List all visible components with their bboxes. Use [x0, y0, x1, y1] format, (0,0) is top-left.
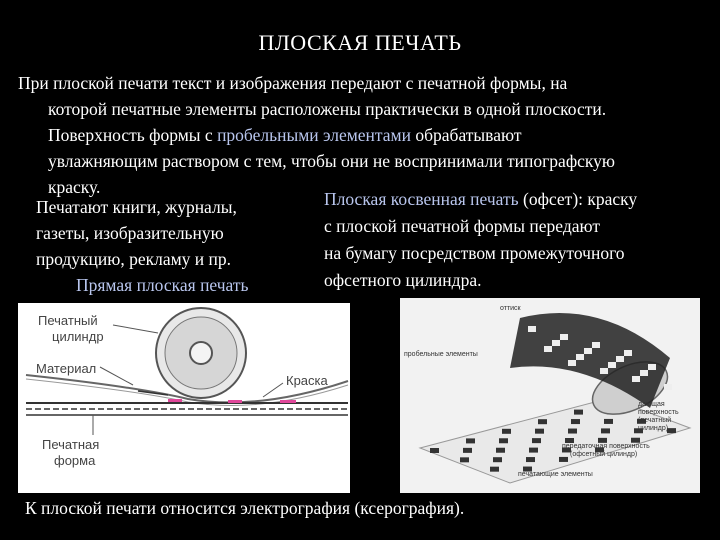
- label-form-1: Печатная: [42, 437, 99, 452]
- checker-cell: [499, 438, 508, 444]
- direct-printing-diagram: Печатный цилиндр Материал Краска Печатна…: [18, 303, 350, 493]
- checker-cell: [460, 457, 469, 463]
- page-title: ПЛОСКАЯ ПЕЧАТЬ: [258, 30, 462, 55]
- wrap-checker-cell: [640, 370, 648, 376]
- caption-direct-printing: Прямая плоская печать: [76, 275, 249, 295]
- label-material: Материал: [36, 361, 96, 376]
- checker-cell: [538, 419, 547, 425]
- offset-printing-illustration: оттиск пробельные элементы дающая поверх…: [400, 298, 700, 493]
- offset-line: Плоская косвенная печать (офсет): краску: [324, 186, 637, 213]
- wrap-checker-cell: [584, 348, 592, 354]
- material-sheet: [25, 374, 349, 404]
- leader-line: [99, 366, 134, 386]
- wrap-checker-cell: [544, 346, 552, 352]
- checker-cell: [637, 418, 646, 424]
- highlight-offset: Плоская косвенная печать: [324, 189, 519, 209]
- wrap-checker-cell: [664, 384, 672, 390]
- offset-wrap: [510, 313, 670, 408]
- wrap-checker-cell: [552, 340, 560, 346]
- checker-cell: [568, 428, 577, 434]
- wrap-checker-cell: [568, 360, 576, 366]
- checker-cell: [532, 438, 541, 444]
- checker-cell: [601, 428, 610, 434]
- label-cylinder-1: Печатный: [38, 313, 98, 328]
- intro-line: Поверхность формы с пробельными элемента…: [18, 122, 708, 148]
- intro-line: При плоской печати текст и изображения п…: [18, 73, 568, 93]
- checker-cell: [496, 447, 505, 453]
- checker-cell: [502, 428, 511, 434]
- wrap-checker-cell: [616, 356, 624, 362]
- offset-line: на бумагу посредством промежуточного: [324, 243, 625, 263]
- wrap-checker-cell: [648, 364, 656, 370]
- ink-mark: [228, 400, 242, 403]
- checker-cell: [526, 457, 535, 463]
- checker-cell: [559, 456, 568, 462]
- printed-sheet: [418, 397, 692, 484]
- label-damp-4: цилиндр): [638, 425, 668, 432]
- wrap-checker-cell: [592, 342, 600, 348]
- label-blank-elements: пробельные элементы: [404, 350, 478, 358]
- offset-description: Плоская косвенная печать (офсет): краску…: [324, 186, 637, 294]
- ink-mark: [168, 399, 182, 402]
- checker-cell: [631, 437, 640, 443]
- leader-line: [112, 324, 159, 334]
- direct-printing-svg: Печатный цилиндр Материал Краска Печатна…: [25, 307, 349, 468]
- label-print: оттиск: [500, 305, 522, 312]
- wrap-checker-cell: [576, 354, 584, 360]
- intro-line: которой печатные элементы расположены пр…: [48, 99, 607, 119]
- checker-cell: [574, 409, 583, 415]
- label-transfer-2: (офсетный цилиндр): [570, 450, 637, 458]
- checker-cell: [490, 466, 499, 472]
- usage-line: Печатают книги, журналы,: [36, 197, 237, 217]
- label-damp-3: (печатный: [638, 416, 671, 424]
- checker-cell: [562, 447, 571, 453]
- offset-line: с плоской печатной формы передают: [324, 216, 600, 236]
- usage-line: газеты, изобразительную: [36, 223, 224, 243]
- wrap-checker-cell: [624, 350, 632, 356]
- intro-line: краску.: [48, 177, 101, 197]
- usage-text: Печатают книги, журналы, газеты, изобраз…: [36, 194, 237, 272]
- label-ink: Краска: [286, 373, 329, 388]
- wrap-checker-cell: [528, 326, 536, 332]
- label-transfer-1: передаточная поверхность: [562, 443, 650, 450]
- checker-cell: [571, 419, 580, 425]
- label-damp-2: поверхность: [638, 409, 679, 416]
- wrap-checker-cell: [608, 362, 616, 368]
- checker-cell: [565, 438, 574, 443]
- checker-cell: [634, 428, 643, 434]
- intro-paragraph: При плоской печати текст и изображения п…: [18, 70, 708, 200]
- offset-printing-svg: оттиск пробельные элементы дающая поверх…: [400, 298, 700, 493]
- checker-cell: [523, 466, 532, 472]
- checker-cell: [535, 428, 544, 434]
- checker-cell: [466, 438, 475, 444]
- label-cylinder-2: цилиндр: [52, 329, 104, 344]
- wrap-checker-cell: [560, 334, 568, 340]
- checker-cell: [595, 447, 604, 453]
- checker-cell: [604, 418, 613, 424]
- checker-cell: [529, 447, 538, 453]
- checker-cell: [667, 428, 676, 434]
- checker-cell: [598, 437, 607, 443]
- usage-line: продукцию, рекламу и пр.: [36, 249, 232, 269]
- checker-cell: [493, 457, 502, 463]
- wrap-checker-cell: [600, 368, 608, 374]
- checker-cell: [430, 448, 439, 453]
- ink-mark: [280, 400, 296, 403]
- direction-arrow-icon: [137, 390, 169, 396]
- label-form-2: форма: [54, 453, 96, 468]
- label-damp-1: дающая: [638, 401, 665, 408]
- leader-line: [262, 382, 284, 398]
- intro-text: Поверхность формы с: [48, 125, 218, 145]
- footer-note: К плоской печати относится электрография…: [25, 498, 465, 518]
- checker-cell: [463, 447, 472, 453]
- highlight-blank-elements: пробельными элементами: [217, 125, 411, 145]
- offset-line: офсетного цилиндра.: [324, 270, 482, 290]
- cylinder-axle-icon: [189, 341, 213, 365]
- wrap-checker-pattern: [528, 326, 672, 390]
- intro-text: обрабатывают: [411, 125, 522, 145]
- intro-line: увлажняющим раствором с тем, чтобы они н…: [48, 151, 616, 171]
- offset-text: (офсет): краску: [518, 189, 638, 209]
- wrap-checker-cell: [632, 376, 640, 382]
- label-print-elements: печатающие элементы: [518, 471, 593, 478]
